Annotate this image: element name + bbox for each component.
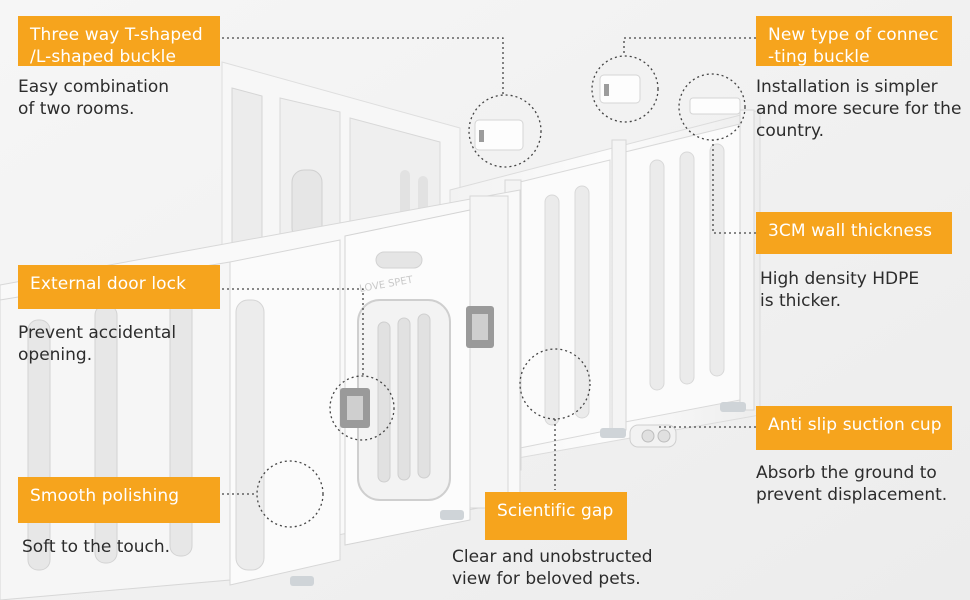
feature-desc-three-way-buckle: Easy combination of two rooms. <box>18 76 169 120</box>
feature-desc-smooth-polishing: Soft to the touch. <box>22 536 170 558</box>
feature-badge-scientific-gap: Scientific gap <box>485 492 627 540</box>
desc-line: Easy combination <box>18 77 170 97</box>
desc-line: is thicker. <box>760 291 842 311</box>
callout-lines <box>222 37 756 528</box>
door-lock-left <box>340 388 370 428</box>
feature-badge-smooth-polishing: Smooth polishing <box>18 477 220 523</box>
badge-line: -ting buckle <box>768 47 870 67</box>
suction-cup-detail <box>629 424 677 448</box>
badge-line: Anti slip suction cup <box>768 415 942 435</box>
desc-line: country. <box>756 121 824 141</box>
desc-line: High density HDPE <box>760 269 920 289</box>
badge-line: Smooth polishing <box>30 486 180 506</box>
desc-line: Clear and unobstructed <box>452 547 653 567</box>
feature-badge-door-lock: External door lock <box>18 265 220 309</box>
badge-line: Three way T-shaped <box>30 25 203 45</box>
desc-line: Prevent accidental <box>18 323 177 343</box>
desc-line: view for beloved pets. <box>452 569 641 589</box>
feature-badge-three-way-buckle: Three way T-shaped /L-shaped buckle <box>18 16 220 67</box>
right-fence-panels <box>449 109 761 471</box>
desc-line: and more secure for the <box>756 99 962 119</box>
feature-desc-wall-thickness: High density HDPE is thicker. <box>760 268 919 312</box>
feature-desc-connecting-buckle: Installation is simpler and more secure … <box>756 76 961 142</box>
door-lock-right <box>466 306 494 348</box>
feature-badge-suction-cup: Anti slip suction cup <box>756 406 952 450</box>
feature-badge-connecting-buckle: New type of connec -ting buckle <box>756 16 952 67</box>
feature-desc-door-lock: Prevent accidental opening. <box>18 322 176 366</box>
feature-badge-wall-thickness: 3CM wall thickness <box>756 212 952 254</box>
desc-line: Absorb the ground to <box>756 463 937 483</box>
feature-desc-scientific-gap: Clear and unobstructed view for beloved … <box>452 546 653 590</box>
badge-line: /L-shaped buckle <box>30 47 177 67</box>
desc-line: opening. <box>18 345 93 365</box>
badge-line: New type of connec <box>768 25 939 45</box>
badge-line: Scientific gap <box>497 501 614 521</box>
buckle-detail-icons <box>474 74 741 151</box>
desc-line: Installation is simpler <box>756 77 938 97</box>
desc-line: Soft to the touch. <box>22 537 171 557</box>
feature-desc-suction-cup: Absorb the ground to prevent displacemen… <box>756 462 947 506</box>
desc-line: prevent displacement. <box>756 485 948 505</box>
badge-line: External door lock <box>30 274 187 294</box>
desc-line: of two rooms. <box>18 99 135 119</box>
badge-line: 3CM wall thickness <box>768 221 933 241</box>
